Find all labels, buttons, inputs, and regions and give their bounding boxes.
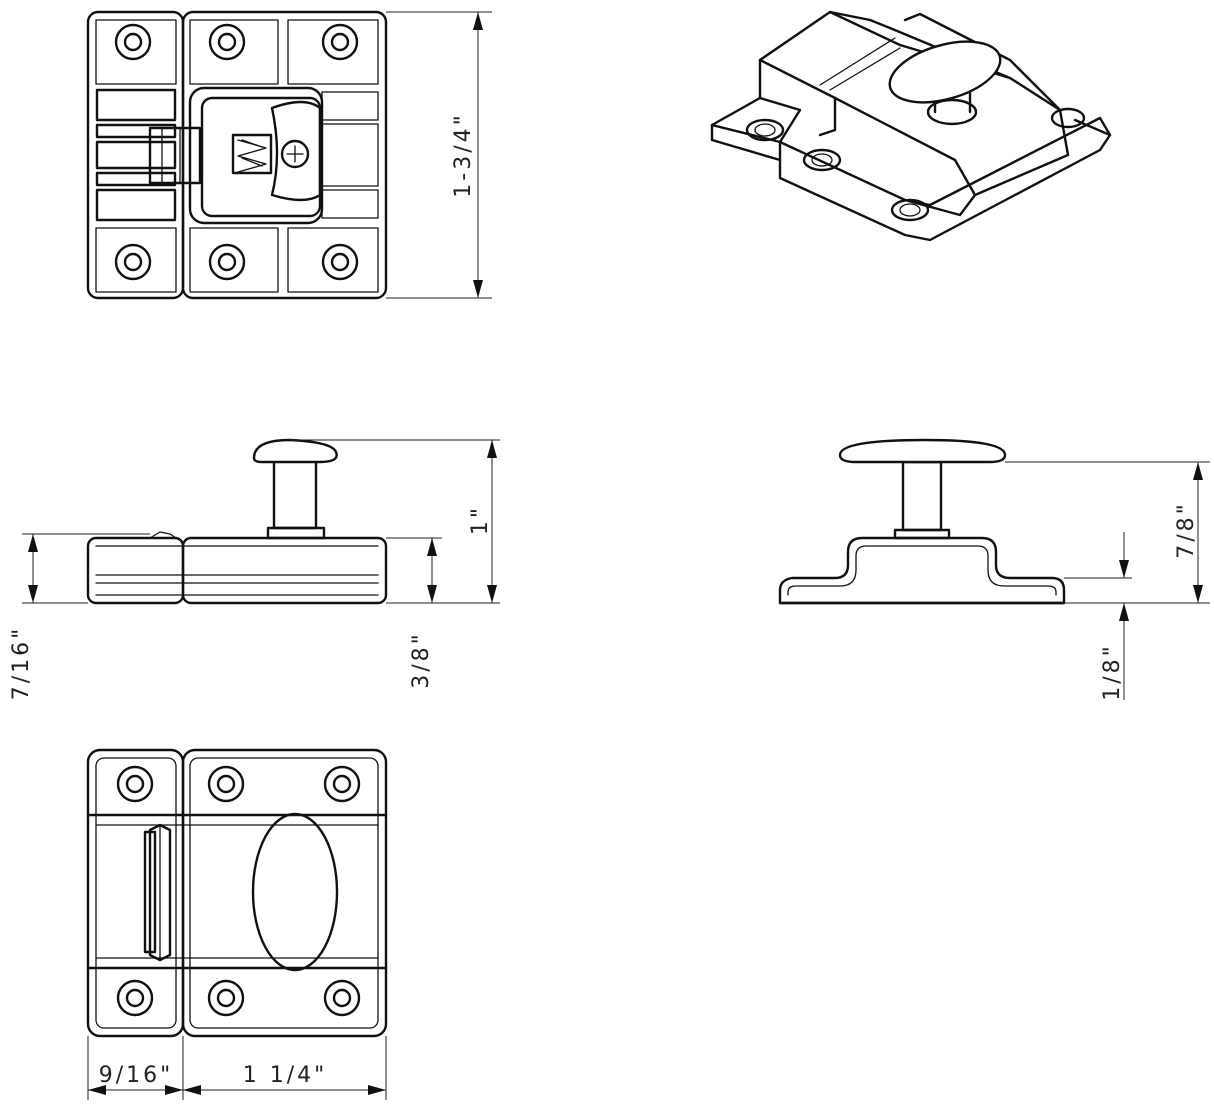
dimension-label: 3/8" (409, 631, 434, 689)
dimension-label: 1" (468, 505, 493, 535)
mounting-hole (323, 765, 361, 803)
top-view (86, 10, 388, 300)
spring-icon (237, 139, 267, 173)
dimension-bottom-right: 1 1/4" (183, 1036, 387, 1100)
phillips-screw-icon (280, 139, 310, 169)
dimension-label: 1 1/4" (243, 1063, 328, 1088)
dimension-side-overall: 1" (290, 439, 500, 604)
mounting-hole (208, 243, 246, 281)
end-view (778, 438, 1066, 605)
mounting-hole (321, 23, 359, 61)
mounting-hole (208, 23, 246, 61)
dimension-end-flange: 1/8" (1064, 532, 1132, 701)
dimension-label: 1-3/4" (451, 112, 476, 197)
dimension-label: 1/8" (1100, 643, 1125, 701)
mounting-hole (114, 243, 152, 281)
dimension-bottom-left: 9/16" (87, 1036, 184, 1100)
side-view (86, 438, 388, 605)
dimension-side-body: 3/8" (386, 537, 442, 689)
dimension-end-overall: 7/8" (1005, 461, 1210, 604)
bottom-view (86, 748, 388, 1038)
knob-icon (888, 40, 1002, 104)
mounting-hole (323, 979, 361, 1017)
dimension-label: 9/16" (99, 1063, 174, 1088)
dimension-side-left: 7/16" (9, 533, 150, 701)
knob-icon (251, 812, 339, 972)
dimension-label: 7/8" (1174, 501, 1199, 559)
mounting-hole (116, 979, 154, 1017)
isometric-view (710, 10, 1112, 242)
mounting-hole (321, 243, 359, 281)
mounting-hole (116, 765, 154, 803)
mounting-hole (207, 765, 245, 803)
dimension-top-height: 1-3/4" (386, 11, 492, 299)
mounting-hole (207, 979, 245, 1017)
dimension-label: 7/16" (9, 626, 34, 701)
mounting-hole (114, 23, 152, 61)
